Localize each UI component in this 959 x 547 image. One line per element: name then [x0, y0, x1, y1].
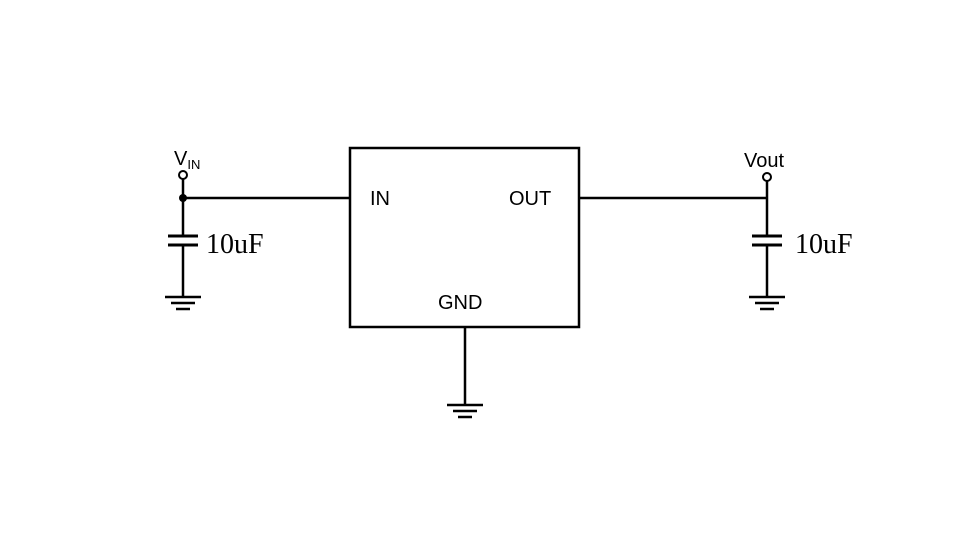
vin-terminal-icon: [178, 170, 188, 180]
ic-pin-out-label: OUT: [509, 188, 551, 210]
input-junction-dot: [179, 194, 187, 202]
ic-pin-gnd-label: GND: [438, 292, 482, 314]
input-ground-icon: [165, 295, 201, 311]
output-capacitor-icon: [752, 234, 782, 296]
input-capacitor-icon: [168, 234, 198, 296]
vout-terminal-icon: [762, 172, 772, 182]
input-node: VIN: [174, 148, 200, 180]
ic-ground-icon: [447, 403, 483, 419]
ic-pin-in-label: IN: [370, 188, 390, 210]
vin-label: VIN: [174, 148, 200, 172]
output-node: Vout: [744, 150, 784, 182]
output-ground-icon: [749, 295, 785, 311]
input-capacitor-value: 10uF: [206, 229, 264, 260]
output-capacitor-value: 10uF: [795, 229, 853, 260]
vin-label-subscript: IN: [187, 157, 200, 172]
vin-label-main: V: [174, 148, 188, 170]
vout-label: Vout: [744, 150, 784, 172]
